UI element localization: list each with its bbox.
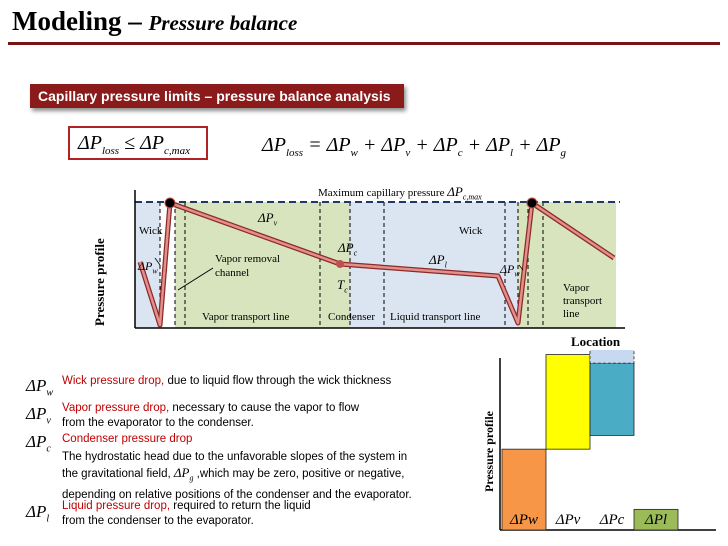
- vapor-transport-right-label: Vapor transport line: [563, 282, 603, 320]
- profile-xlabel: Location: [571, 334, 621, 349]
- condenser-marker: [336, 260, 344, 268]
- tc-label: Tc: [337, 277, 348, 295]
- legend-symbol-dpl: ΔPl: [26, 502, 50, 525]
- peak-right-marker: [526, 197, 538, 209]
- title-sub: Pressure balance: [148, 11, 298, 35]
- profile-ylabel: Pressure profile: [92, 238, 107, 326]
- bar-chart-ylabel: Pressure profile: [482, 411, 496, 492]
- vapor-channel-region: [175, 202, 350, 328]
- legend-item-condenser: Condenser pressure drop: [62, 433, 193, 445]
- legend-symbol-dpw: ΔPw: [26, 376, 54, 399]
- vapor-removal-label: Vapor removal channel: [215, 253, 281, 279]
- bar-label-3: ΔPl: [644, 512, 667, 528]
- dpw-right-label: ΔPw: [500, 262, 520, 279]
- title-divider: [8, 42, 720, 45]
- wick-left-label: Wick: [139, 225, 163, 237]
- inequality-equation: ΔPloss ≤ ΔPc,max: [68, 126, 208, 160]
- liquid-transport-label: Liquid transport line: [390, 311, 481, 323]
- max-capillary-label: Maximum capillary pressure ΔPc,max: [318, 184, 482, 202]
- section-banner: Capillary pressure limits – pressure bal…: [30, 84, 404, 108]
- dpc-label: ΔPc: [338, 240, 358, 258]
- peak-left-marker: [164, 197, 176, 209]
- bar-2: [589, 362, 635, 436]
- wick-right-label: Wick: [459, 225, 483, 237]
- legend-item-liquid: Liquid pressure drop, required to return…: [62, 500, 311, 527]
- bar-3: [633, 508, 679, 531]
- bar-1: [545, 354, 591, 450]
- dpv-label: ΔPv: [258, 210, 278, 228]
- bar-label-2: ΔPc: [599, 512, 625, 528]
- vapor-transport-right-region: [518, 202, 616, 328]
- legend-symbol-dpc: ΔPc: [26, 432, 51, 455]
- vapor-transport-label: Vapor transport line: [202, 311, 290, 323]
- dpl-label: ΔPl: [429, 252, 447, 270]
- legend-symbol-dpv: ΔPv: [26, 404, 51, 427]
- legend-item-hydrostatic: The hydrostatic head due to the unfavora…: [62, 451, 412, 501]
- page-title: Modeling – Pressure balance: [12, 6, 297, 37]
- profile-line: [138, 201, 615, 327]
- bar-extra-2: [589, 350, 635, 364]
- channel-pointer: [177, 267, 214, 291]
- title-main: Modeling –: [12, 6, 142, 36]
- condenser-label: Condenser: [328, 311, 376, 323]
- legend-item-wick: Wick pressure drop, due to liquid flow t…: [62, 375, 392, 387]
- bar-0: [501, 448, 547, 531]
- bar-label-0: ΔPw: [509, 512, 538, 528]
- pressure-bar-chart: ΔPw ΔPv ΔPc ΔPl: [499, 350, 716, 531]
- balance-equation: ΔPloss = ΔPw + ΔPv + ΔPc + ΔPl + ΔPg: [262, 134, 567, 159]
- dpw-left-label: ΔPw: [138, 259, 158, 276]
- bar-label-1: ΔPv: [555, 512, 581, 528]
- legend-item-vapor: Vapor pressure drop, necessary to cause …: [62, 402, 360, 429]
